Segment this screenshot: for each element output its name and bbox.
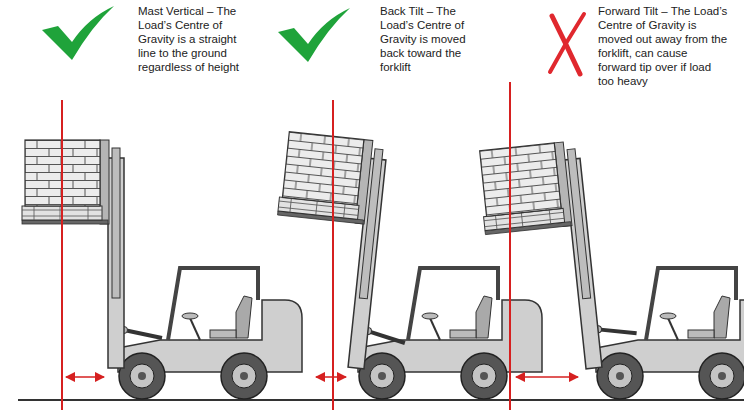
forklift-forward-tilt — [477, 136, 744, 399]
caption-note: Back Tilt – The Load’s Centre of Gravity… — [380, 4, 484, 74]
cross-mark — [550, 14, 584, 74]
gravity-line — [509, 82, 511, 410]
distance-arrow — [316, 376, 346, 378]
forklift-mast-vertical — [22, 140, 302, 399]
caption-note: Forward Tilt – The Load’s Centre of Grav… — [598, 4, 728, 88]
check-mark — [278, 8, 350, 62]
check-mark — [42, 6, 114, 60]
distance-arrow — [516, 376, 578, 378]
caption-note: Mast Vertical – The Load’s Centre of Gra… — [138, 4, 256, 74]
gravity-line — [332, 100, 334, 410]
gravity-line — [61, 100, 63, 410]
distance-arrow — [66, 376, 104, 378]
